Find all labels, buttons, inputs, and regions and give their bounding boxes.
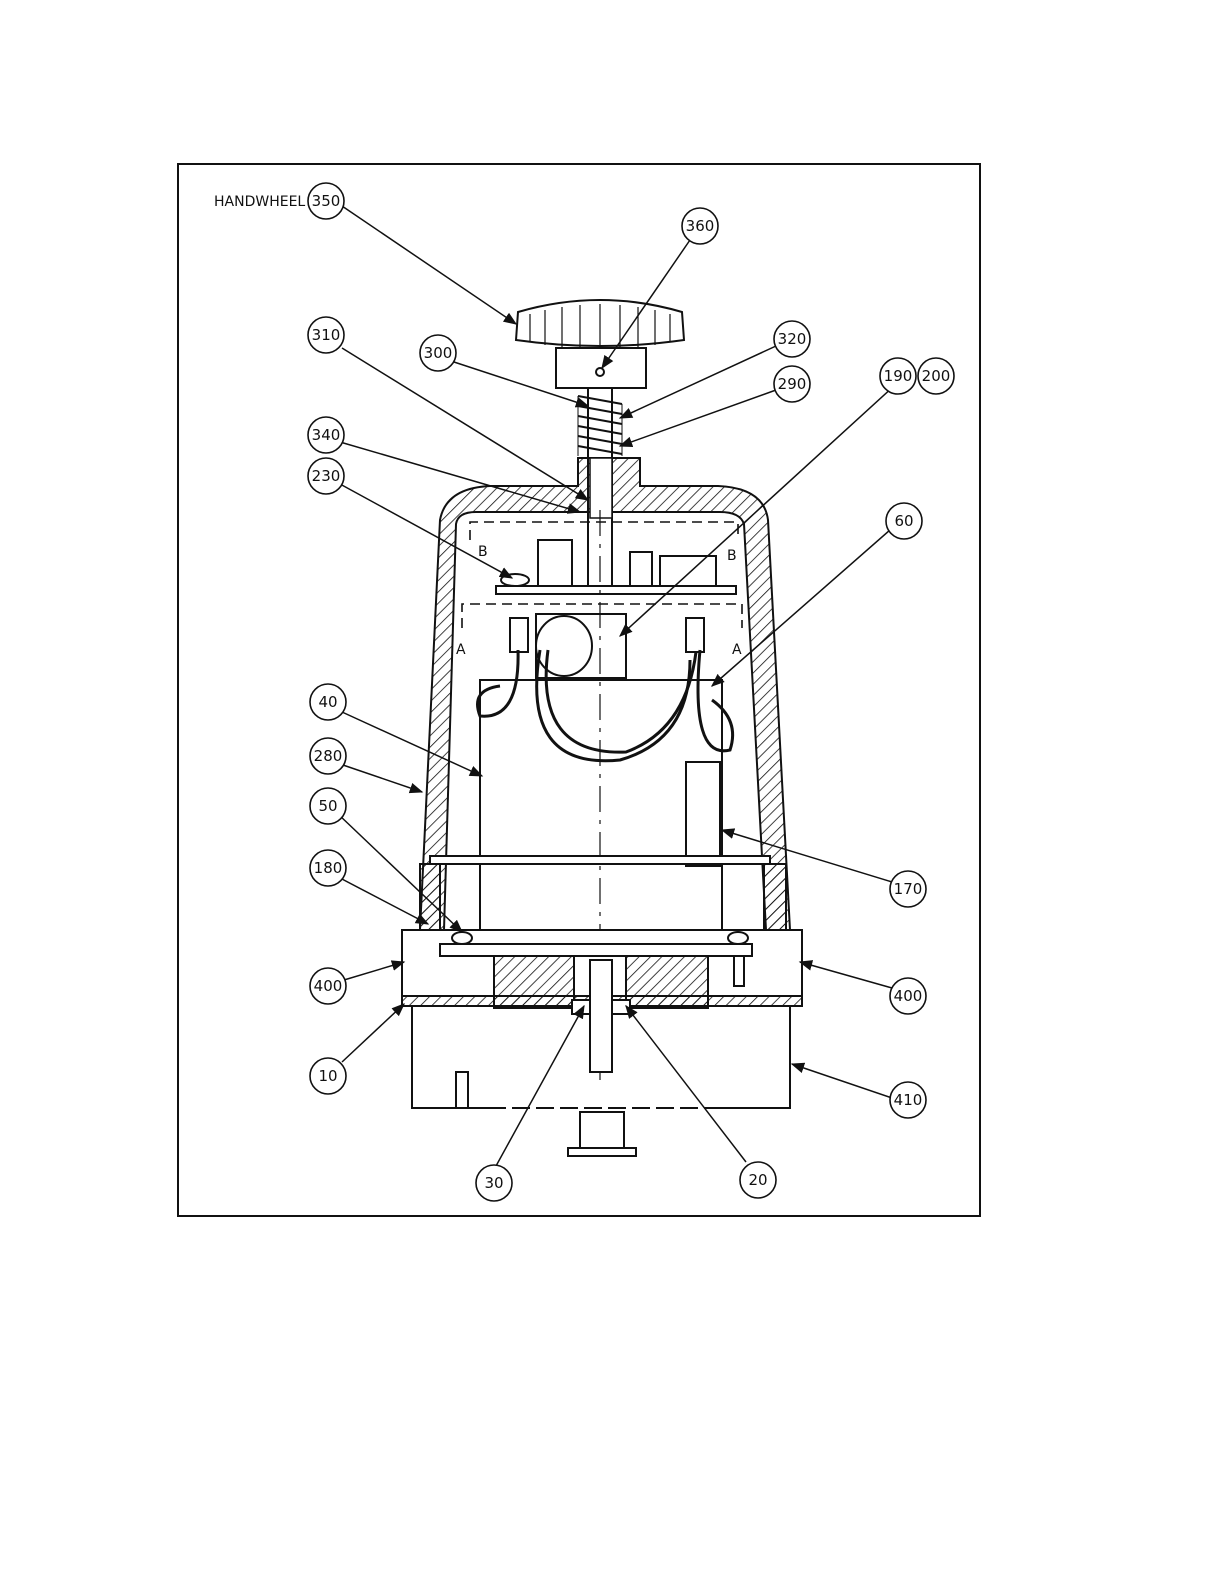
callout-number: 170 xyxy=(894,880,923,898)
callout-10: 10 xyxy=(310,1058,346,1094)
callout-20: 20 xyxy=(740,1162,776,1198)
callout-number: 60 xyxy=(894,512,913,530)
callout-190: 190 xyxy=(880,358,916,394)
callout-320: 320 xyxy=(774,321,810,357)
callout-number: 280 xyxy=(314,747,343,765)
callout-number: 400 xyxy=(314,977,343,995)
callout-number: 40 xyxy=(318,693,337,711)
callout-200: 200 xyxy=(918,358,954,394)
callout-number: 310 xyxy=(312,326,341,344)
callout-number: 340 xyxy=(312,426,341,444)
callout-number: 400 xyxy=(894,987,923,1005)
section-a-right: A xyxy=(732,642,742,658)
callout-280: 280 xyxy=(310,738,346,774)
callout-60: 60 xyxy=(886,503,922,539)
callout-number: 30 xyxy=(484,1174,503,1192)
callout-410: 410 xyxy=(890,1082,926,1118)
callout-400-right: 400 xyxy=(890,978,926,1014)
circuit-board xyxy=(496,540,736,594)
section-b-right: B xyxy=(727,548,737,564)
callout-number: 230 xyxy=(312,467,341,485)
callout-number: 200 xyxy=(922,367,951,385)
callout-number: 20 xyxy=(748,1171,767,1189)
callout-number: 360 xyxy=(686,217,715,235)
callout-number: 50 xyxy=(318,797,337,815)
callout-number: 350 xyxy=(312,192,341,210)
callout-number: 10 xyxy=(318,1067,337,1085)
motor-housing xyxy=(480,680,722,944)
callout-350: 350 xyxy=(308,183,344,219)
callout-230: 230 xyxy=(308,458,344,494)
callout-number: 290 xyxy=(778,375,807,393)
callout-290: 290 xyxy=(774,366,810,402)
section-a-left: A xyxy=(456,642,466,658)
callout-50: 50 xyxy=(310,788,346,824)
callout-310: 310 xyxy=(308,317,344,353)
callout-360: 360 xyxy=(682,208,718,244)
base xyxy=(402,856,802,1072)
handwheel-label: HANDWHEEL xyxy=(214,194,305,210)
callout-number: 320 xyxy=(778,330,807,348)
callout-340: 340 xyxy=(308,417,344,453)
callout-number: 410 xyxy=(894,1091,923,1109)
callout-number: 180 xyxy=(314,859,343,877)
callout-400-left: 400 xyxy=(310,968,346,1004)
handwheel xyxy=(516,300,684,388)
callout-300: 300 xyxy=(420,335,456,371)
section-b-left: B xyxy=(478,544,488,560)
callout-180: 180 xyxy=(310,850,346,886)
callout-40: 40 xyxy=(310,684,346,720)
callout-30: 30 xyxy=(476,1165,512,1201)
callout-170: 170 xyxy=(890,871,926,907)
callout-number: 190 xyxy=(884,367,913,385)
callout-number: 300 xyxy=(424,344,453,362)
